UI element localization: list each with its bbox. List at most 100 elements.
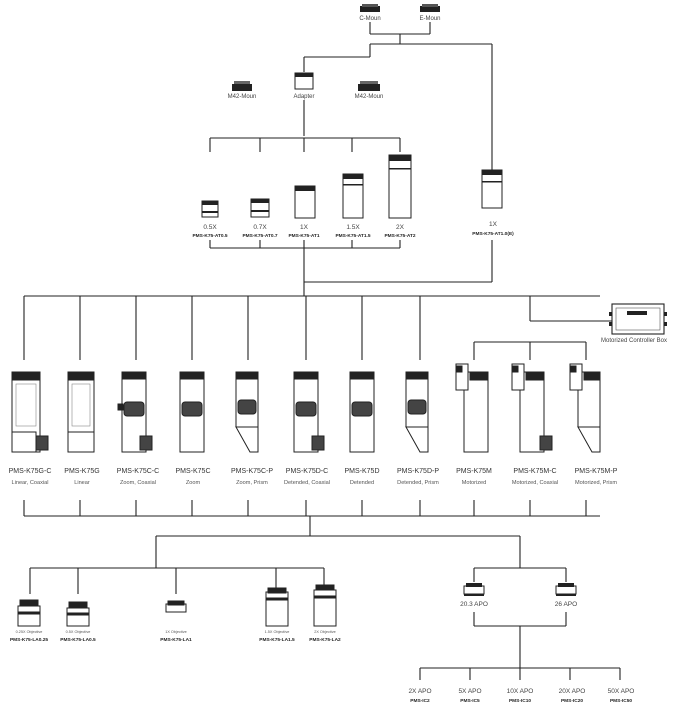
body-icons	[11, 363, 601, 453]
mount-m42-left: M42-Moun	[228, 81, 256, 100]
motorized-prism-body-icon	[569, 363, 601, 453]
motorized-body-icon	[455, 363, 489, 453]
detent-body-icon	[293, 371, 325, 453]
adapter-code: PMS-K75-AT1.5	[335, 233, 370, 239]
body-name: PMS-K75G	[64, 468, 99, 475]
objective-0.25x: 0.25X Objective PMS-K75-LA0.25	[10, 599, 48, 643]
adapter-label: Adapter	[293, 94, 314, 100]
apo-objective-code: PMS-IC2	[410, 698, 430, 704]
body-name: PMS-K75G-C	[9, 468, 52, 475]
objective-code: PMS-K75-LA1.5	[259, 637, 295, 643]
controller-box: Motorized Controller Box	[601, 303, 667, 344]
adapter-mag: 1X	[489, 221, 498, 228]
objective-lens-icon	[17, 599, 41, 627]
apo-objective-labels: 2X APO PMS-IC2 5X APO PMS-IC5 10X APO PM…	[408, 688, 634, 704]
objective-code: PMS-K75-LA1	[160, 637, 192, 643]
body-desc: Motorized, Coaxial	[512, 480, 558, 486]
apo-tube-label: 20.3 APO	[460, 601, 488, 608]
body-name: PMS-K75M-C	[513, 468, 556, 475]
objective-1x: 1X Objective PMS-K75-LA1	[160, 600, 192, 643]
body-desc: Linear, Coaxial	[11, 480, 48, 486]
c-mount-icon	[360, 4, 380, 12]
detent-prism-body-icon	[405, 371, 429, 453]
objective-0.5x: 0.5X Objective PMS-K75-LA0.5	[60, 601, 96, 643]
mount-e: E-Moun	[419, 4, 441, 22]
body-desc: Detended, Coaxial	[284, 480, 330, 486]
objective-desc: 1.5X Objective	[265, 630, 290, 634]
adapter-mag: 1.5X	[346, 224, 360, 231]
adapter-mag: 1X	[300, 224, 309, 231]
body-desc: Detended	[350, 480, 374, 486]
objective-1.5x: 1.5X Objective PMS-K75-LA1.5	[259, 587, 295, 643]
apo-objective-mag: 5X APO	[458, 688, 481, 695]
objective-desc: 2X Objective	[314, 630, 336, 634]
c-mount-label: C-Moun	[359, 16, 380, 22]
body-name: PMS-K75D	[344, 468, 379, 475]
adapter-mag: 0.5X	[203, 224, 217, 231]
adapter-code: PMS-K75-AT0.7	[242, 233, 277, 239]
zoom-body-icon	[179, 371, 205, 453]
m42-mount-icon	[358, 81, 380, 91]
adapter-0.7x: 0.7X PMS-K75-AT0.7	[242, 198, 278, 239]
adapter-mag: 2X	[396, 224, 405, 231]
objective-desc: 0.5X Objective	[66, 630, 91, 634]
body-desc: Linear	[74, 480, 90, 486]
adapter-tube-icon	[201, 200, 219, 218]
detent-body-icon	[349, 371, 375, 453]
apo-objective-code: PMS-IC20	[561, 698, 583, 704]
e-mount-label: E-Moun	[419, 16, 440, 22]
adapter-tube-icon	[294, 185, 316, 219]
adapter-code: PMS-K75-AT2	[384, 233, 415, 239]
linear-body-icon	[67, 371, 95, 453]
apo-tube-20.3: 20.3 APO	[460, 583, 488, 608]
adapter-mag: 0.7X	[253, 224, 267, 231]
controller-box-icon	[609, 303, 667, 335]
m42-mount-icon	[232, 81, 252, 91]
adapter-code: PMS-K75-AT1	[288, 233, 319, 239]
mount-m42-right: M42-Moun	[355, 81, 384, 100]
connector-lines	[23, 22, 621, 680]
mount-adapter: Adapter	[293, 72, 315, 100]
body-desc: Motorized, Prism	[575, 480, 617, 486]
adapter-1.5x: 1.5X PMS-K75-AT1.5	[335, 173, 371, 239]
controller-label: Motorized Controller Box	[601, 338, 667, 344]
body-desc: Detended, Prism	[397, 480, 439, 486]
body-name: PMS-K75M	[456, 468, 492, 475]
body-name: PMS-K75M-P	[575, 468, 618, 475]
apo-objective-code: PMS-IC50	[610, 698, 632, 704]
adapter-1x-direct: 1X PMS-K75-AT1.0(E)	[472, 169, 514, 237]
motorized-body-icon	[511, 363, 553, 453]
objective-lens-icon	[265, 587, 289, 627]
body-name: PMS-K75C-P	[231, 468, 273, 475]
linear-body-icon	[11, 371, 49, 453]
apo-tube-26: 26 APO	[555, 583, 577, 608]
apo-tube-icon	[463, 583, 485, 596]
objective-desc: 1X Objective	[165, 630, 187, 634]
objective-code: PMS-K75-LA0.25	[10, 637, 48, 643]
adapter-tube-icon	[388, 154, 412, 219]
body-desc: Zoom, Coaxial	[120, 480, 156, 486]
apo-objective-mag: 10X APO	[507, 688, 534, 695]
body-name: PMS-K75C	[175, 468, 210, 475]
m42-right-label: M42-Moun	[355, 94, 384, 100]
apo-objective-code: PMS-IC10	[509, 698, 531, 704]
objective-lens-icon	[313, 584, 337, 627]
objective-lens-icon	[165, 600, 187, 613]
body-name: PMS-K75D-P	[397, 468, 439, 475]
adapter-code: PMS-K75-AT1.0(E)	[472, 231, 514, 237]
mount-c: C-Moun	[359, 4, 381, 22]
apo-tube-label: 26 APO	[555, 601, 577, 608]
objective-lens-icon	[66, 601, 90, 627]
adapter-code: PMS-K75-AT0.5	[192, 233, 227, 239]
adapter-0.5x: 0.5X PMS-K75-AT0.5	[192, 200, 228, 239]
body-desc: Zoom, Prism	[236, 480, 268, 486]
adapter-tube-icon	[342, 173, 364, 219]
objective-2x: 2X Objective PMS-K75-LA2	[309, 584, 341, 643]
adapter-tube-icon	[481, 169, 503, 209]
objective-desc: 0.25X Objective	[16, 630, 43, 634]
body-name: PMS-K75D-C	[286, 468, 328, 475]
body-labels: PMS-K75G-C Linear, Coaxial PMS-K75G Line…	[9, 468, 618, 486]
body-name: PMS-K75C-C	[117, 468, 159, 475]
e-mount-icon	[420, 4, 440, 12]
